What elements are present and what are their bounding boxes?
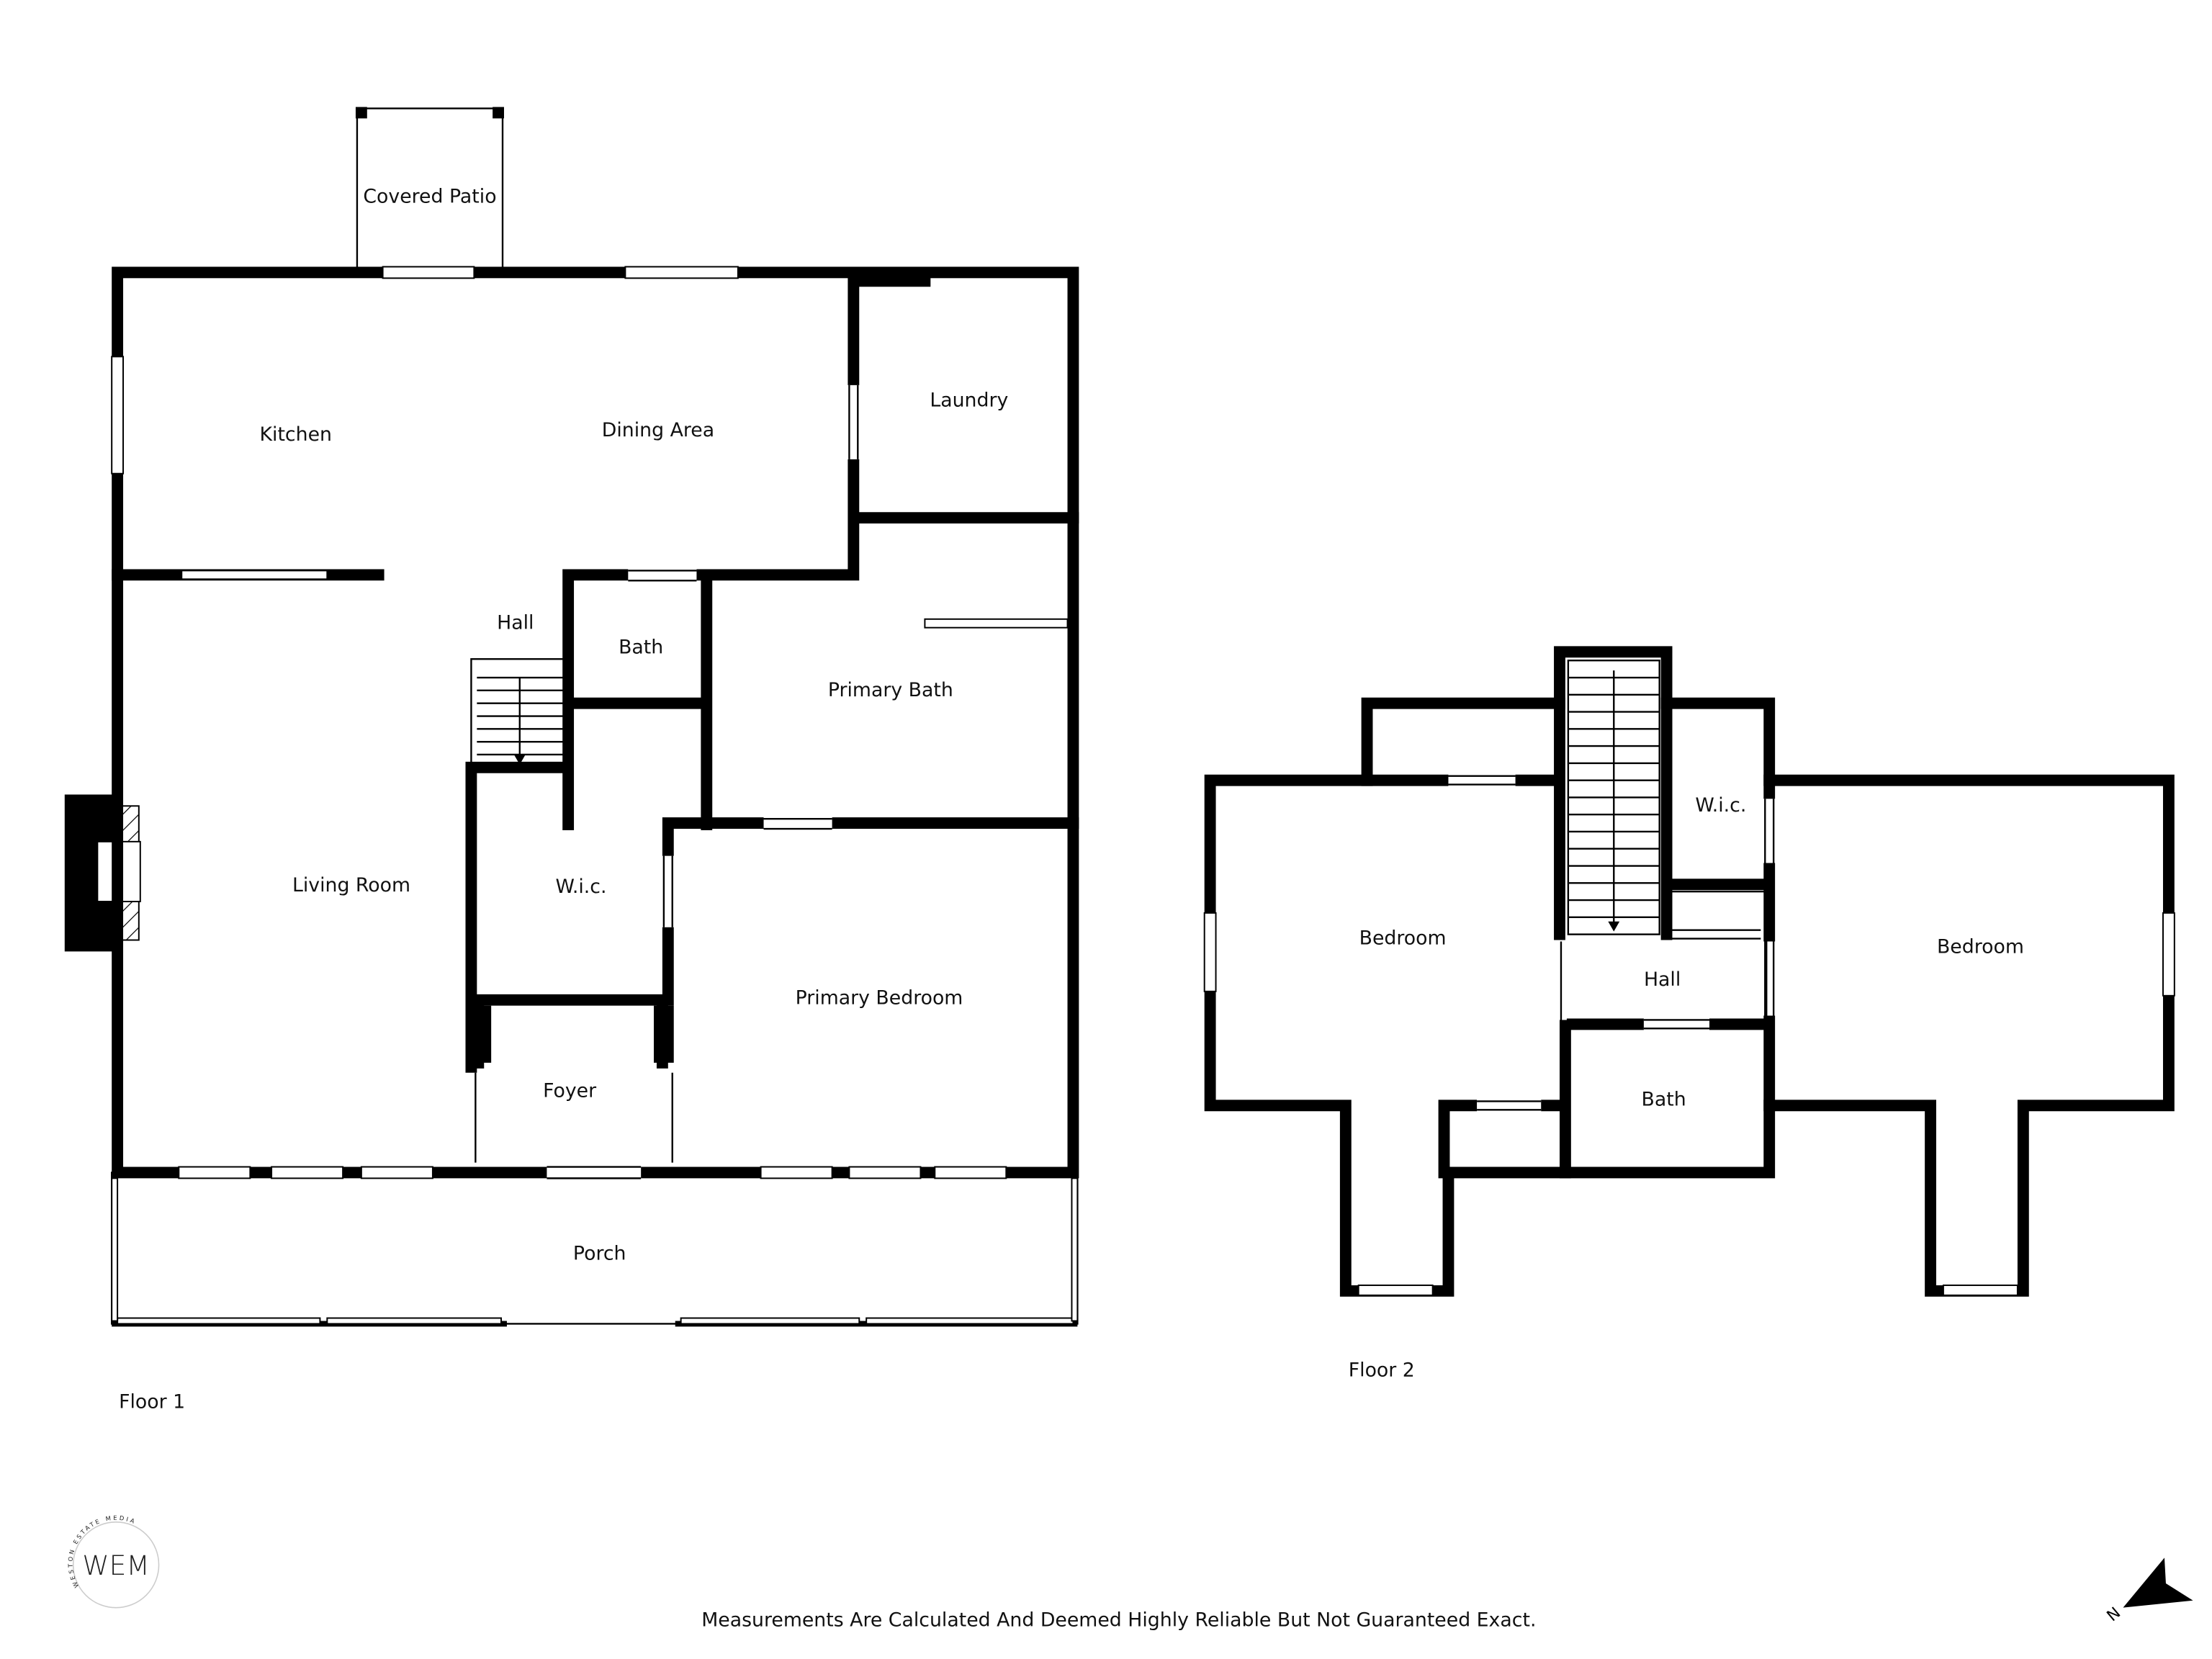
fireplace <box>64 794 141 952</box>
room-label-primary-bath: Primary Bath <box>828 679 953 701</box>
windows <box>111 266 1007 1179</box>
stairs <box>470 658 570 769</box>
closet-rod <box>924 618 1069 629</box>
compass-label: N <box>2104 1604 2125 1626</box>
floor-2-plan: Bedroom W.i.c. Hall Bedroom Bath Floor 2 <box>1203 646 2175 1382</box>
room-label-wic: W.i.c. <box>555 876 606 898</box>
room-label-living-room: Living Room <box>292 874 410 896</box>
stairs <box>1567 660 1660 935</box>
room-label-wic: W.i.c. <box>1695 794 1746 817</box>
disclaimer-text: Measurements Are Calculated And Deemed H… <box>701 1609 1536 1631</box>
room-label-kitchen: Kitchen <box>260 423 332 446</box>
room-label-covered-patio: Covered Patio <box>363 185 496 207</box>
room-label-hall: Hall <box>1644 968 1681 991</box>
floor-1-label: Floor 1 <box>119 1390 185 1413</box>
north-arrow-icon: N <box>2104 1557 2193 1625</box>
floor-2-label: Floor 2 <box>1349 1359 1415 1382</box>
floor-1-plan: Covered Patio Kitchen Dining Area Laundr… <box>64 107 1079 1413</box>
room-label-laundry: Laundry <box>930 390 1008 412</box>
room-label-bath: Bath <box>619 636 663 658</box>
room-label-foyer: Foyer <box>543 1079 596 1102</box>
company-logo: WEM WESTON ESTATE MEDIA <box>67 1514 160 1609</box>
room-label-bedroom-right: Bedroom <box>1937 935 2024 958</box>
floor-2-exterior-wall <box>1204 646 2175 1297</box>
room-label-hall: Hall <box>497 612 534 634</box>
room-label-porch: Porch <box>573 1242 626 1264</box>
room-label-bath: Bath <box>1642 1088 1686 1110</box>
room-label-dining-area: Dining Area <box>602 419 714 441</box>
room-label-bedroom-left: Bedroom <box>1359 927 1447 949</box>
room-label-primary-bedroom: Primary Bedroom <box>796 987 963 1010</box>
logo-initials: WEM <box>82 1550 149 1581</box>
